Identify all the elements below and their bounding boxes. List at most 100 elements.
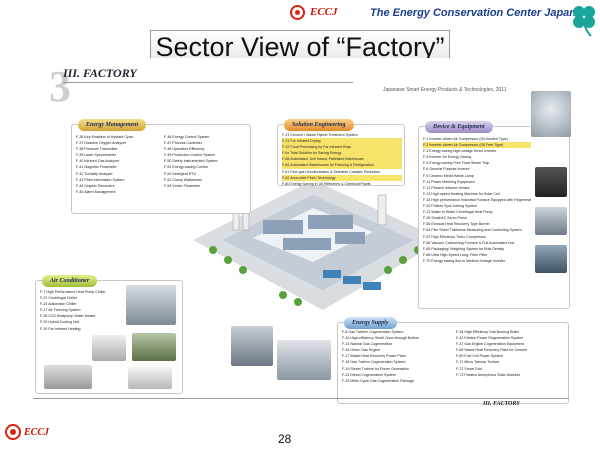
list-item: F-52 Intelligent RTU	[164, 171, 197, 176]
list-item: F-43 Plant Information System	[76, 177, 125, 182]
list-item: F-37 Dissolve Oxygen Analyzer	[76, 141, 127, 146]
list-item: F-53 Clamp Wattameter	[164, 177, 203, 182]
list-item: F-69 Automated Warehouses for Freezing &…	[282, 162, 402, 169]
list-item: F-29 Hybrid Cooling Unit	[40, 320, 80, 325]
equipment-photo-lamp	[531, 91, 571, 137]
list-item: F-1 Inverter-driven Air Compressor (Oil-…	[423, 137, 508, 141]
equipment-photo-machine	[535, 245, 567, 273]
section-heading: III. FACTORY	[63, 66, 137, 80]
list-item: F-21 For Infrared Drying	[282, 138, 402, 145]
list-item: F-68 Automated, Unit based, Palletised W…	[282, 156, 402, 163]
brochure-subtitle: Japanese Smart Energy Products & Technol…	[383, 87, 507, 93]
list-item: F-62 Area-wide Pinch Technology	[282, 174, 402, 181]
list-item: F-51 Energy-saving Control	[164, 165, 208, 170]
list-item: F-25 Miller Cycle Gas Cogeneration Packa…	[342, 378, 415, 383]
list-item: F-42 Turbidity Analyzer	[76, 171, 113, 176]
panel-header: Device & Equipment	[425, 121, 493, 133]
list-item: F-3 Energy-saving high-voltage Direct In…	[423, 149, 497, 154]
equipment-photo-cabinet	[535, 167, 567, 197]
list-item: F-13 High-speed Heating Machine for Sola…	[423, 191, 500, 196]
list-item: F-15 High performance Industrial Furnace…	[423, 197, 531, 202]
equipment-photo-controller	[535, 207, 567, 235]
list-item: F-21 Cement / Waste Hybrid Treatment Sys…	[282, 133, 358, 137]
panel-list: F-1 Inverter-driven Air Compressor (Oil-…	[423, 136, 531, 264]
panel-air-conditioner: Air Conditioner F-7 High Performance Hea…	[35, 275, 183, 394]
clover-logo-icon	[573, 6, 595, 37]
list-item: F-14 Natural Gas Cogeneration	[342, 342, 393, 347]
list-item: F-5 Energy-saving Free Float Steam Trap	[423, 161, 490, 166]
list-item: F-23 Water to Water Centrifugal Heat Pum…	[423, 210, 493, 215]
equipment-photo-chiller	[126, 285, 176, 325]
equipment-photo-heatpump	[132, 333, 176, 361]
list-item: F-7 High Performance Heat Pump Chiller	[40, 290, 106, 294]
list-item: F-9 Ceramic Metal Halide Lamp	[423, 173, 474, 178]
list-item: F-30 Far Infrared Heating	[40, 326, 81, 331]
list-item: F-18 Gas Turbine Cogeneration System	[342, 360, 406, 365]
list-item: F-39 Laser Spectrometer	[76, 153, 116, 158]
list-item: F-49 Production Control System	[164, 153, 216, 158]
page-number: 28	[278, 432, 292, 446]
list-item: F-46 Energy Control System	[164, 135, 210, 139]
list-item: F-40 Infrared Gas Analyzer	[76, 159, 120, 164]
footer-rule	[33, 398, 569, 399]
list-item: F-50 Safety Instrumented System	[164, 159, 218, 164]
list-item: F-64 Film Sheet Thickness Measuring and …	[423, 228, 522, 233]
list-item: F-34 High Efficiency Gas Burning Boiler	[456, 330, 520, 334]
list-item: F-6x Total Solution for Saving Energy	[282, 150, 402, 157]
list-item: F-11 Power Metering Equipment	[423, 179, 475, 184]
list-item: F-20 Friction Spot Joining System	[423, 204, 477, 209]
list-item: F-61 Flue-gas Desulfurization & Selectiv…	[282, 169, 381, 174]
list-item: F-17 Waste Heat Recovery Power Plant	[342, 354, 406, 359]
equipment-photo-unit	[92, 335, 126, 361]
equipment-photo-engine	[277, 340, 331, 380]
panel-energy-supply: Energy Supply F-8 Gas Turbine Cogenerati…	[337, 317, 569, 404]
header-bar: ECCJ The Energy Conservation Center Japa…	[290, 4, 600, 26]
list-item: F-65 Packaging/ Weighing System for Bulk…	[423, 246, 505, 251]
list-item: F-66 Ultra High-Speed Long- Fiber Filter	[423, 252, 488, 257]
panel-header: Energy Management	[78, 119, 147, 131]
list-item: F-22 Centrifugal Chiller	[40, 296, 77, 301]
list-item: F-27 Air Freezing System	[40, 308, 81, 313]
list-item: F-6 General Purpose Inverter	[423, 167, 470, 172]
list-item: F-44 Graphic Recorders	[76, 183, 115, 188]
list-item: F-73 Passive Amorphous Solar Modules	[456, 372, 521, 377]
brochure-page: 3 III. FACTORY Japanese Smart Energy Pro…	[33, 58, 571, 404]
list-item: F-45 Alarm Management	[76, 189, 116, 194]
equipment-photo-cassette	[128, 367, 172, 389]
panel-header: Solution Engineering	[284, 119, 354, 131]
list-item: F-2 Inverter-driven Air Compressor (Oil …	[423, 142, 531, 149]
equipment-photo-turbine	[231, 326, 273, 366]
list-item: F-8 Gas Turbine Cogeneration System	[342, 330, 404, 334]
list-item: F-26 Small AC Servo Press	[423, 216, 467, 221]
panel-solution-engineering: Solution Engineering F-21 Cement / Waste…	[277, 119, 405, 187]
list-item: F-24 Diesel Cogeneration System	[342, 372, 396, 377]
panel-header: Energy Supply	[344, 317, 397, 329]
list-item: F-24 Adsorption Chiller	[40, 302, 77, 307]
list-item: F-71 Micro Tubular Turbine	[456, 360, 500, 365]
list-item: F-54 Vortex Flowmeter	[164, 183, 201, 188]
list-item: F-60 Energy Saving in Oil Refineries & C…	[282, 181, 371, 186]
list-item: F-16 Green Gas Engine	[342, 348, 381, 353]
list-item: F-10 High-efficiency Small Once-through …	[342, 336, 419, 341]
eccj-logo-icon	[5, 424, 21, 440]
list-item: F-47 Process Controller	[164, 141, 202, 146]
panel-list: F-21 Cement / Waste Hybrid Treatment Sys…	[282, 132, 402, 187]
equipment-photo-outdoor	[44, 365, 92, 389]
list-item: F-41 Magnetic Flowmeter	[76, 165, 117, 170]
list-item: F-19 Steam Turbine for Power Generation	[342, 366, 409, 371]
section-rule	[63, 82, 353, 83]
panel-device-equipment: Device & Equipment F-1 Inverter-driven A…	[418, 91, 571, 309]
list-item: F-42 Electric Power Regeneration System	[456, 336, 523, 341]
list-item: F-47 Gas Engine Cogeneration Equipment	[456, 342, 524, 347]
list-item: F-69 Fuel Cell Power System	[456, 354, 503, 359]
list-item: F-68 Waste Heat Recovery Plant for Cemen…	[456, 348, 528, 353]
footer-logo-text: ECCJ	[24, 427, 50, 438]
list-item: F-48 Operation Efficiency	[164, 147, 205, 152]
list-item: F-56 Exhaust Heat Recovery Type Burner	[423, 222, 490, 227]
header-org-name: The Energy Conservation Center Japan	[370, 7, 576, 19]
